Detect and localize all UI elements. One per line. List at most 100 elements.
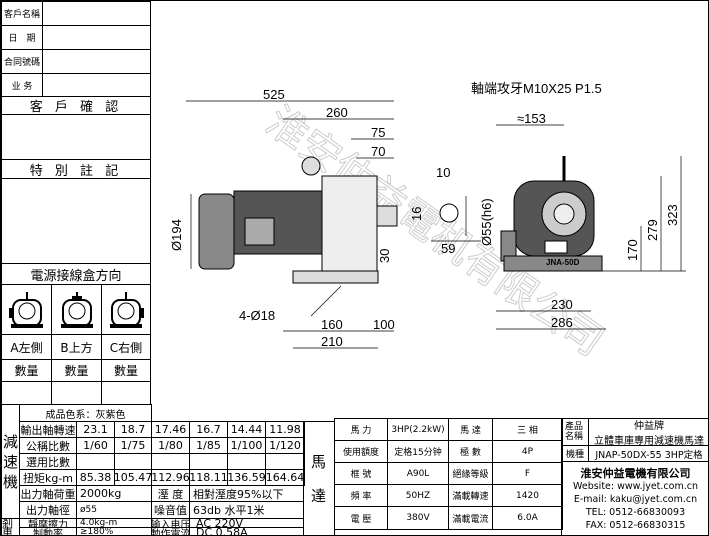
reducer-row-value[interactable] [114,453,152,470]
gearbox-front-icon [60,291,93,328]
qty-a-field[interactable] [1,381,52,405]
motor-spec-cell: 6.0A [492,506,563,530]
dim-59: 59 [441,241,455,256]
customer-name-field[interactable] [42,1,151,26]
dim-279: 279 [645,219,660,241]
dim-10: 10 [436,165,450,180]
customer-confirm-area[interactable] [1,114,151,160]
qty-c-field[interactable] [101,381,151,405]
fax: FAX: 0512-66830315 [585,519,686,531]
reducer-row-label: 選用比數 [19,453,77,470]
reducer-row-value: 164.64 [265,469,305,486]
reducer-row-value: 18.7 [114,421,152,438]
shaft-value: ø55 [76,501,152,519]
front-view [439,156,603,272]
reducer-row-value: 1/80 [151,437,190,454]
reducer-row-label: 公稱比數 [19,437,77,454]
reducer-row-value: 1/75 [114,437,152,454]
option-c-label[interactable]: C右側 [101,334,151,360]
dim-16: 16 [409,207,424,221]
sales-field[interactable] [42,73,151,97]
contract-field[interactable] [42,49,151,74]
qty-b-field[interactable] [51,381,102,405]
humidity-value: 相對溼度95%以下 [189,485,304,502]
motor-spec-cell: A90L [387,462,449,485]
reducer-row-label: 輸出軸轉速 [19,421,77,438]
reducer-row-value: 1/60 [76,437,115,454]
dim-55: Ø55(h6) [479,198,494,246]
dim-160: 160 [321,317,343,332]
brand: 仲益牌 [634,421,664,432]
reducer-row-value[interactable] [151,453,190,470]
brake-rate-value: ≥180% [76,527,152,535]
junction-right-image [101,284,151,335]
product-name-label: 產品名稱 [561,418,589,446]
reducer-row-value[interactable] [265,453,305,470]
thread-note: 軸端攻牙M10X25 P1.5 [471,81,602,96]
customer-confirm-title: 客 戶 確 認 [1,96,151,115]
qty-c-label: 數量 [101,359,151,382]
dim-323: 323 [665,204,680,226]
remarks-area[interactable] [1,178,151,264]
reducer-row-value: 118.11 [189,469,228,486]
reducer-row-value: 1/85 [189,437,228,454]
noise-value: 63db 水平1米 [189,501,304,519]
motor-spec-cell: F [492,462,563,485]
dim-153: ≈153 [517,111,546,126]
contract-label: 合同號碼 [1,49,43,74]
nameplate: JNA-50D [546,258,580,267]
motor-spec-cell: 380V [387,506,449,530]
motor-spec-cell: 極 數 [448,440,493,463]
reducer-row-label: 扭矩kg-m [19,469,77,486]
gearbox-front-icon [8,291,43,328]
reducer-row-value: 85.38 [76,469,115,486]
reducer-row-value: 23.1 [76,421,115,438]
reducer-row-value: 112.96 [151,469,190,486]
motor-spec-cell: 馬 達 [448,418,493,441]
reducer-row-value: 1/100 [227,437,266,454]
website[interactable]: Website: www.jyet.com.cn [573,480,698,492]
company-name: 淮安仲益電機有限公司 [580,466,691,480]
remarks-title: 特 別 註 記 [1,159,151,179]
reducer-row-value: 105.47 [114,469,152,486]
dim-70: 70 [371,144,385,159]
shaft-label: 出力軸徑 [19,501,77,519]
product-name: 立體車庫專用減速機馬達 [594,436,704,446]
date-field[interactable] [42,25,151,50]
reducer-side-label: 減速機 [1,404,20,519]
dim-210: 210 [321,334,343,349]
current-value: DC 0.58A [189,527,304,535]
noise-label: 噪音值 [151,501,190,519]
dim-230: 230 [551,297,573,312]
email[interactable]: E-mail: kaku@jyet.com.cn [573,493,698,505]
motor-spec-cell: 馬 力 [334,418,388,441]
load-label: 出力軸荷重 [19,485,77,502]
motor-spec-cell: 絕緣等級 [448,462,493,485]
reducer-row-value: 17.46 [151,421,190,438]
qty-a-label: 數量 [1,359,52,382]
reducer-row-value[interactable] [189,453,228,470]
motor-spec-cell: 1420 [492,484,563,507]
motor-spec-cell: 滿載電流 [448,506,493,530]
tel: TEL: 0512-66830093 [585,506,686,518]
reducer-row-value[interactable] [227,453,266,470]
junction-top-image [51,284,102,335]
sales-label: 业 务 [1,73,43,97]
brake-side-label: 剎車 [1,518,20,535]
junction-left-image [1,284,52,335]
option-b-label[interactable]: B上方 [51,334,102,360]
dim-30: 30 [377,249,392,263]
reducer-row-value[interactable] [76,453,115,470]
brake-rate-label: 制動率 [19,527,77,535]
motor-spec-cell: 頻 率 [334,484,388,507]
qty-b-label: 數量 [51,359,102,382]
dim-194: Ø194 [169,219,184,251]
dim-4-18: 4-Ø18 [239,308,275,323]
reducer-row-value: 1/120 [265,437,305,454]
product-name-box: 仲益牌 立體車庫專用減速機馬達 [588,418,708,446]
motor-side-label: 馬達 [303,421,335,535]
dim-75: 75 [371,125,385,140]
dim-260: 260 [326,105,348,120]
option-a-label[interactable]: A左側 [1,334,52,360]
